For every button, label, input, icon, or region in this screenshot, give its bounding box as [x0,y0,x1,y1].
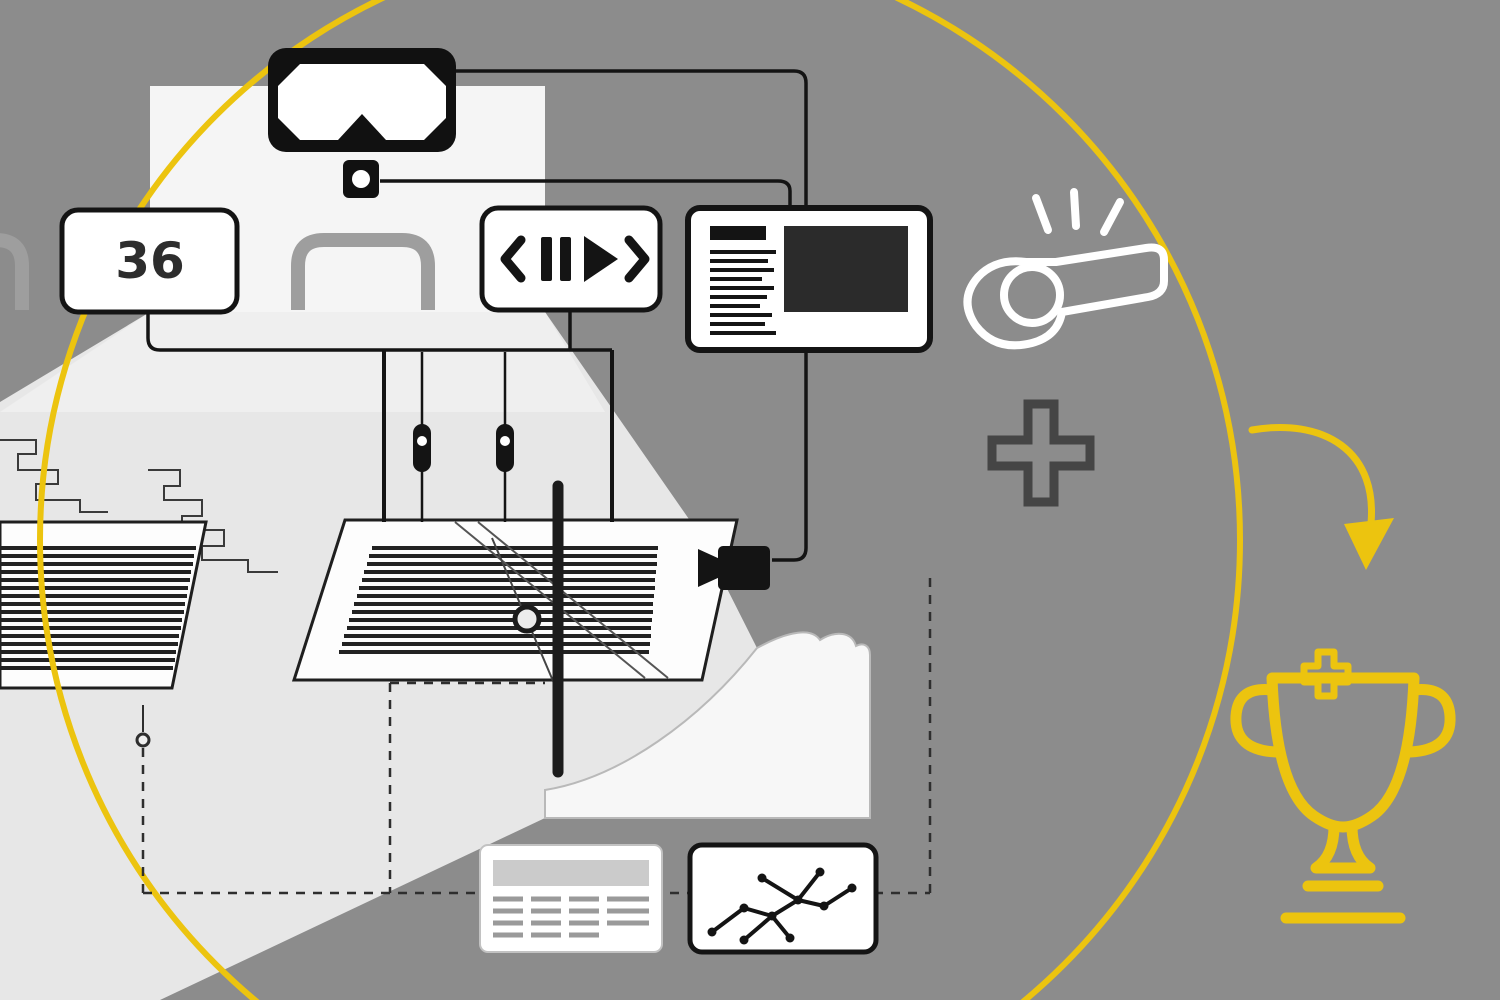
court-diagonals [454,521,669,679]
previous-icon [500,235,526,283]
sensor-pin-icon [496,424,514,472]
stats-header-band [493,860,649,886]
trophy-icon [1230,648,1456,924]
stats-table-icon [479,844,663,953]
court-handle-icon [0,233,29,310]
connector-line [146,312,612,352]
media-controls-card [479,205,663,313]
accent-circle [37,0,1243,1000]
vr-headset-icon [268,48,456,198]
floor-sensor-marker [135,732,151,748]
video-camera-icon [698,546,770,590]
monitor-video-area [784,226,908,312]
ball-marker-icon [512,604,542,634]
analysis-monitor-icon [685,205,933,353]
left-court [0,520,208,690]
trophy-plus-detail [1300,648,1352,700]
scoreboard-value: 36 [115,232,185,290]
floor-crack-line [0,439,108,513]
net-assembly [146,310,614,778]
play-icon [584,236,618,282]
skeleton-joints [707,867,857,945]
curved-arrow-icon [1248,423,1394,570]
court-handle-icon [291,233,435,310]
stats-rows [493,896,649,938]
sensor-pin-dot [500,436,510,446]
device-connectors [380,69,808,562]
floor-molding [544,631,871,819]
scoreboard-card: 36 [59,207,240,315]
pose-skeleton-icon [687,842,879,955]
center-court [291,518,739,682]
sensor-pin-icon [413,424,431,472]
pause-icon [541,237,571,281]
monitor-title-bar [710,226,766,240]
plus-icon [987,399,1095,507]
floor-highlight [0,312,605,412]
court-stripes [0,546,196,670]
whistle-icon [963,188,1168,350]
court-stripes [339,546,658,654]
next-icon [624,235,650,283]
sensor-pin-dot [417,436,427,446]
monitor-text-lines [710,250,776,335]
net-posts [382,350,614,522]
